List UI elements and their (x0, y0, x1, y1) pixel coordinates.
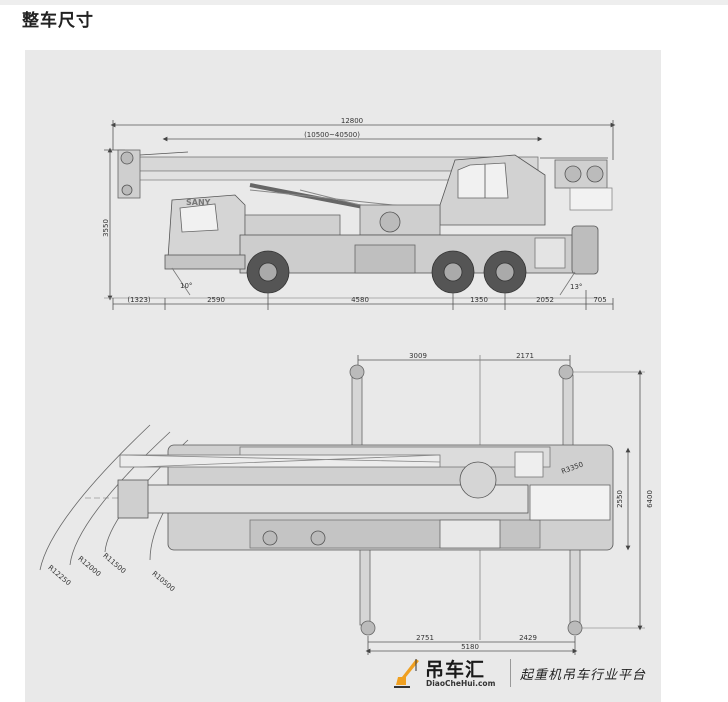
segment-2: 2590 (207, 296, 225, 304)
segment-6: 705 (593, 296, 606, 304)
departure-angle-label: 13° (570, 283, 582, 291)
overall-length-label: 12800 (341, 117, 363, 125)
segment-1: (1323) (127, 296, 151, 304)
brand-on-truck: SANY (186, 198, 211, 207)
bottom-left-dim: 2751 (416, 634, 434, 642)
top-view (39, 355, 645, 655)
crane-logo-icon (394, 659, 419, 688)
outrigger-rear-offset: 2171 (516, 352, 534, 360)
body-width: 2550 (616, 490, 624, 508)
watermark-divider (510, 659, 511, 687)
watermark: 吊车汇 DiaoCheHui.com 起重机吊车行业平台 (392, 655, 672, 695)
height-label: 3550 (102, 219, 110, 237)
page-title: 整车尺寸 (22, 11, 94, 31)
segment-5: 2052 (536, 296, 554, 304)
approach-angle-label: 10° (180, 282, 192, 290)
bottom-right-dim: 2429 (519, 634, 537, 642)
outrigger-front-offset: 3009 (409, 352, 427, 360)
segment-4: 1350 (470, 296, 488, 304)
outrigger-span-width: 6400 (646, 490, 654, 508)
turning-radius-2: R12000 (76, 555, 102, 579)
wheels (246, 250, 527, 294)
turning-radius-3: R11500 (101, 552, 127, 576)
side-view (104, 120, 616, 310)
boom-top (117, 454, 529, 519)
outrigger-span-length: 5180 (461, 643, 479, 651)
turning-radius-4: R10500 (150, 570, 176, 594)
segment-3: 4580 (351, 296, 369, 304)
crane-cab (359, 154, 546, 236)
turning-radius-1: R12250 (46, 564, 72, 588)
outriggers (349, 364, 583, 636)
top-strip (0, 0, 728, 5)
watermark-url: DiaoCheHui.com (426, 679, 496, 688)
watermark-name: 吊车汇 (425, 659, 486, 681)
watermark-slogan: 起重机吊车行业平台 (520, 668, 647, 683)
side-boom (117, 149, 613, 211)
boom-length-label: (10500~40500) (304, 131, 360, 139)
chassis (164, 194, 599, 275)
